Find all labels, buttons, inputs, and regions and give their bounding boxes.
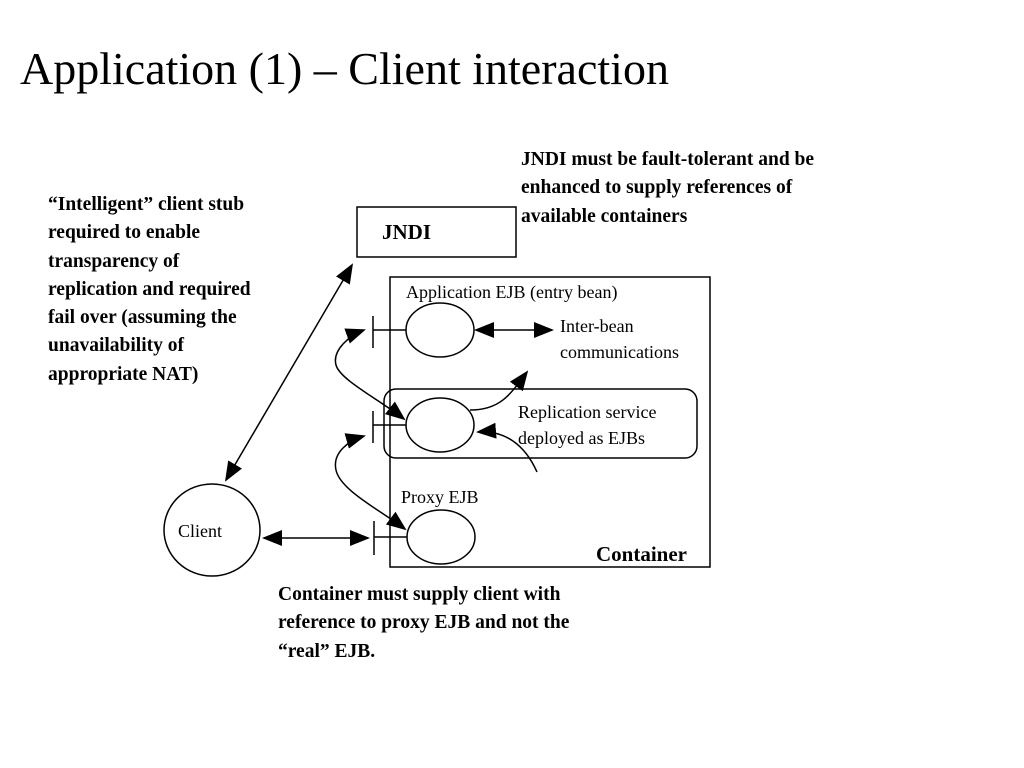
replication-service-box: Replication service deployed as EJBs <box>383 388 698 459</box>
note-line: transparency of <box>48 250 180 272</box>
note-line: enhanced to supply references of <box>521 177 793 199</box>
client-label: Client <box>178 521 222 541</box>
note-line: fail over (assuming the <box>48 307 237 329</box>
client-stub-note: “Intelligent” client stub required to en… <box>48 191 318 389</box>
replication-inbound-arrow <box>476 422 538 473</box>
note-line: required to enable <box>48 222 201 244</box>
note-line: available containers <box>521 205 688 227</box>
client-jndi-arrow <box>224 263 354 482</box>
replication-label-line: Replication service <box>518 402 656 422</box>
note-line: replication and required <box>48 278 251 300</box>
jndi-box: JNDI <box>356 206 517 258</box>
jndi-label: JNDI <box>382 220 431 244</box>
note-line: Container must supply client with <box>278 584 561 605</box>
proxy-ejb-label: Proxy EJB <box>401 487 479 507</box>
note-line: unavailability of <box>48 335 184 357</box>
note-line: reference to proxy EJB and not the <box>278 612 570 634</box>
replication-ejb-node <box>405 397 475 453</box>
note-line: JNDI must be fault-tolerant and be <box>521 149 815 170</box>
inter-bean-label-line: Inter-bean <box>560 316 634 336</box>
inter-bean-label-line: communications <box>560 342 679 362</box>
note-line: “real” EJB. <box>278 640 376 662</box>
client-node: Client <box>163 483 261 577</box>
container-box: Container <box>389 276 711 568</box>
slide-title: Application (1) – Client interaction <box>20 43 669 94</box>
replication-to-application-arrow <box>334 328 406 421</box>
container-label: Container <box>596 542 687 566</box>
application-ejb-label: Application EJB (entry bean) <box>406 282 617 303</box>
replication-outbound-arrow <box>469 370 529 411</box>
replication-label-line: deployed as EJBs <box>518 428 645 448</box>
note-line: “Intelligent” client stub <box>48 194 245 215</box>
container-requirement-note: Container must supply client with refere… <box>278 581 658 666</box>
proxy-ejb-node <box>406 509 476 565</box>
application-ejb-node <box>405 302 475 358</box>
proxy-to-replication-arrow <box>334 433 407 531</box>
note-line: appropriate NAT) <box>48 363 199 385</box>
jndi-requirement-note: JNDI must be fault-tolerant and be enhan… <box>521 146 901 231</box>
